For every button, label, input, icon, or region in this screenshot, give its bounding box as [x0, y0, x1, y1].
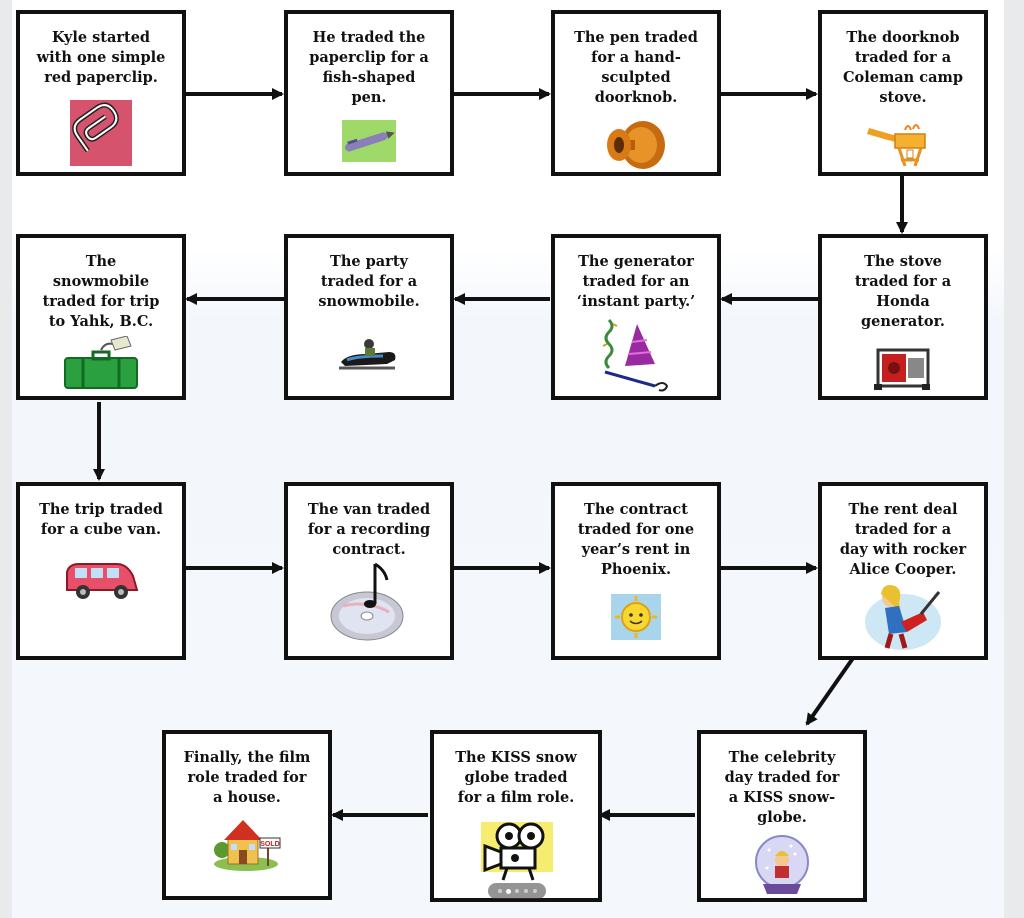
step-10-text: The van traded for a recording contract. [307, 501, 431, 558]
carousel-dot[interactable] [515, 889, 519, 893]
music-cd-icon [330, 562, 404, 641]
step-1-box: Kyle started with one simple red papercl… [16, 10, 186, 176]
trade-flowchart: Kyle started with one simple red papercl… [12, 0, 1004, 918]
snowmobile-icon [339, 339, 396, 370]
sun-icon [611, 594, 661, 640]
step-6-box: The generator traded for an ‘instant par… [551, 234, 721, 400]
carousel-dot[interactable] [533, 889, 537, 893]
step-8-text: The snowmobile traded for trip to Yahk, … [42, 253, 160, 330]
step-15-text: Finally, the film role traded for a hous… [183, 749, 311, 806]
step-13-text: The celebrity day traded for a KISS snow… [724, 749, 840, 826]
flow-arrows [93, 88, 908, 821]
step-5-text: The stove traded for a Honda generator. [854, 253, 952, 330]
step-12-box: The rent deal traded for a day with rock… [818, 482, 988, 660]
generator-icon [874, 348, 930, 390]
film-camera-icon [481, 822, 553, 881]
step-14-box: The KISS snow globe traded for a film ro… [430, 730, 602, 902]
step-2-text: He traded the paperclip for a fish-shape… [309, 29, 429, 106]
step-8-box: The snowmobile traded for trip to Yahk, … [16, 234, 186, 400]
step-15-box: Finally, the film role traded for a hous… [162, 730, 332, 900]
step-13-box: The celebrity day traded for a KISS snow… [697, 730, 867, 902]
step-2-box: He traded the paperclip for a fish-shape… [284, 10, 454, 176]
step-7-box: The party traded for a snowmobile. [284, 234, 454, 400]
step-6-text: The generator traded for an ‘instant par… [576, 253, 696, 310]
carousel-pager[interactable] [488, 883, 546, 899]
arrow-12-13 [805, 649, 860, 726]
step-10-box: The van traded for a recording contract. [284, 482, 454, 660]
step-1-text: Kyle started with one simple red papercl… [36, 29, 166, 86]
step-9-text: The trip traded for a cube van. [39, 501, 163, 538]
house-icon: SOLD [214, 820, 281, 871]
camp-stove-icon [867, 124, 926, 167]
step-11-box: The contract traded for one year’s rent … [551, 482, 721, 660]
step-4-text: The doorknob traded for a Coleman camp s… [843, 29, 963, 106]
carousel-dot-active[interactable] [506, 888, 511, 894]
party-hat-icon [602, 318, 669, 392]
pen-icon [342, 120, 396, 162]
step-3-text: The pen traded for a hand- sculpted door… [574, 29, 698, 106]
step-7-text: The party traded for a snowmobile. [318, 253, 420, 310]
step-12-text: The rent deal traded for a day with rock… [839, 501, 967, 578]
carousel-dot[interactable] [524, 889, 528, 893]
snow-globe-icon [755, 835, 809, 894]
step-3-box: The pen traded for a hand- sculpted door… [551, 10, 721, 176]
van-icon [66, 563, 139, 599]
step-11-text: The contract traded for one year’s rent … [577, 501, 695, 578]
doorknob-icon [607, 121, 665, 169]
step-9-box: The trip traded for a cube van. [16, 482, 186, 660]
step-4-box: The doorknob traded for a Coleman camp s… [818, 10, 988, 176]
carousel-dot[interactable] [498, 889, 502, 893]
step-14-text: The KISS snow globe traded for a film ro… [455, 749, 577, 806]
rocker-guitar-icon [865, 585, 941, 650]
sold-sign: SOLD [260, 841, 279, 848]
paperclip-icon [70, 100, 132, 166]
step-5-box: The stove traded for a Honda generator. [818, 234, 988, 400]
luggage-icon [64, 336, 138, 389]
